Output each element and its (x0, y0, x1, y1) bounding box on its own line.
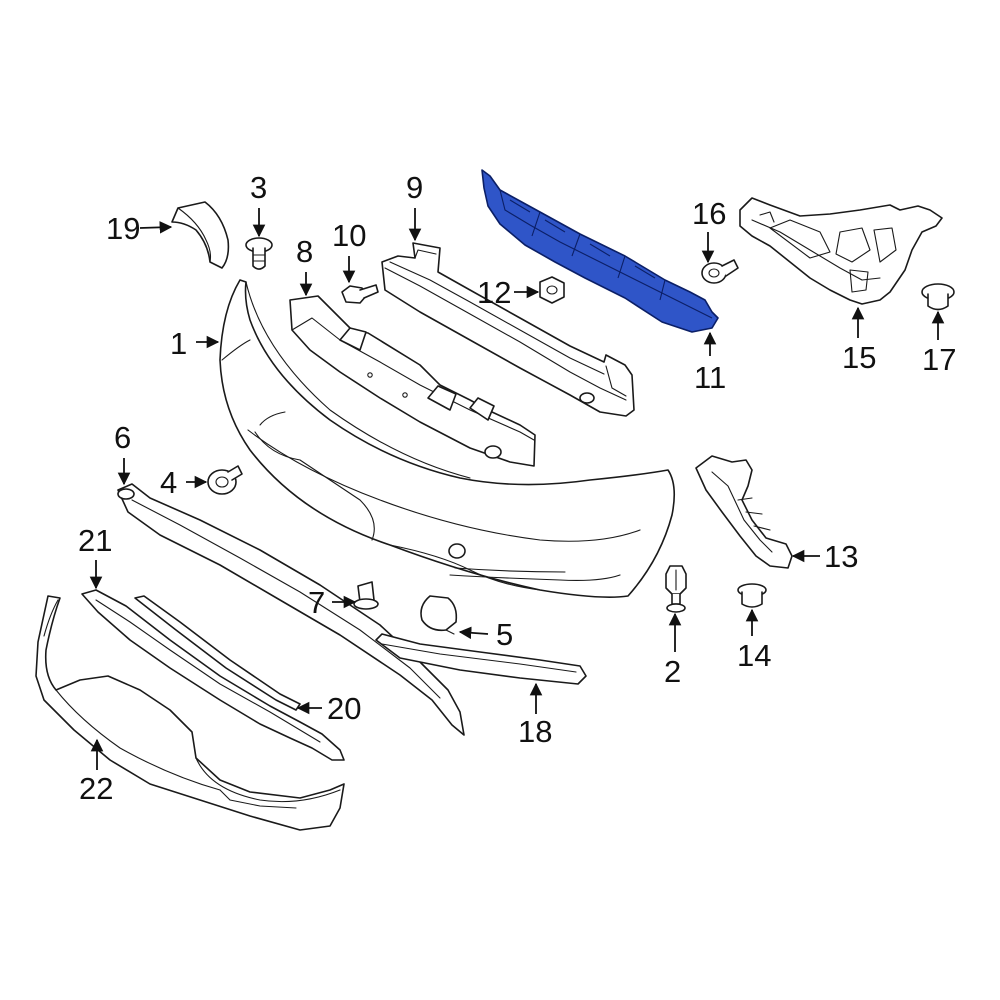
part-7-clip[interactable] (353, 581, 379, 610)
part-1-bumper-cover[interactable] (219, 279, 676, 598)
callout-16: 16 (692, 196, 726, 231)
callout-19: 19 (106, 211, 140, 246)
callout-7: 7 (308, 585, 325, 620)
callout-8: 8 (296, 234, 313, 269)
part-21-upper-skid[interactable] (81, 589, 345, 761)
part-19-corner-trim[interactable] (171, 201, 230, 269)
callout-1: 1 (170, 326, 187, 361)
part-3-screw[interactable] (245, 237, 273, 270)
callout-20: 20 (327, 691, 361, 726)
part-16-push-pin[interactable] (701, 259, 739, 284)
part-15-bracket[interactable] (739, 197, 943, 305)
part-17-clip-nut[interactable] (921, 283, 955, 311)
part-9-reinforcement[interactable] (381, 242, 635, 417)
leader-19 (139, 221, 173, 234)
callout-18: 18 (518, 714, 552, 749)
callout-6: 6 (114, 420, 131, 455)
part-10-bolt[interactable] (341, 284, 379, 304)
callout-22: 22 (79, 771, 113, 806)
callout-4: 4 (160, 465, 177, 500)
callout-17: 17 (922, 342, 956, 377)
callout-9: 9 (406, 170, 423, 205)
callout-12: 12 (477, 275, 511, 310)
part-6-lower-valance[interactable] (117, 483, 465, 736)
part-22-lower-fascia[interactable] (35, 595, 345, 831)
callout-5: 5 (496, 617, 513, 652)
callout-2: 2 (664, 654, 681, 689)
part-5-tow-cover[interactable] (420, 595, 458, 635)
callout-15: 15 (842, 340, 876, 375)
callout-11: 11 (694, 360, 726, 395)
part-14-nut[interactable] (737, 583, 767, 608)
part-12-nut[interactable] (539, 276, 565, 304)
part-2-pin-clip[interactable] (665, 565, 687, 613)
callout-13: 13 (824, 539, 858, 574)
part-11-impact-absorber-highlighted[interactable] (481, 169, 719, 333)
callout-3: 3 (250, 170, 267, 205)
part-13-side-bracket[interactable] (695, 455, 793, 569)
part-8-absorber[interactable] (289, 295, 536, 467)
callout-14: 14 (737, 638, 771, 673)
callout-21: 21 (78, 523, 112, 558)
leader-5 (458, 626, 489, 640)
part-4-grommet[interactable] (207, 465, 243, 495)
part-18-trim-strip[interactable] (375, 633, 587, 685)
callout-labels: 19 3 1 8 10 9 12 16 11 15 17 6 4 13 21 7… (78, 170, 956, 806)
callout-10: 10 (332, 218, 366, 253)
leader-lines (89, 208, 945, 770)
